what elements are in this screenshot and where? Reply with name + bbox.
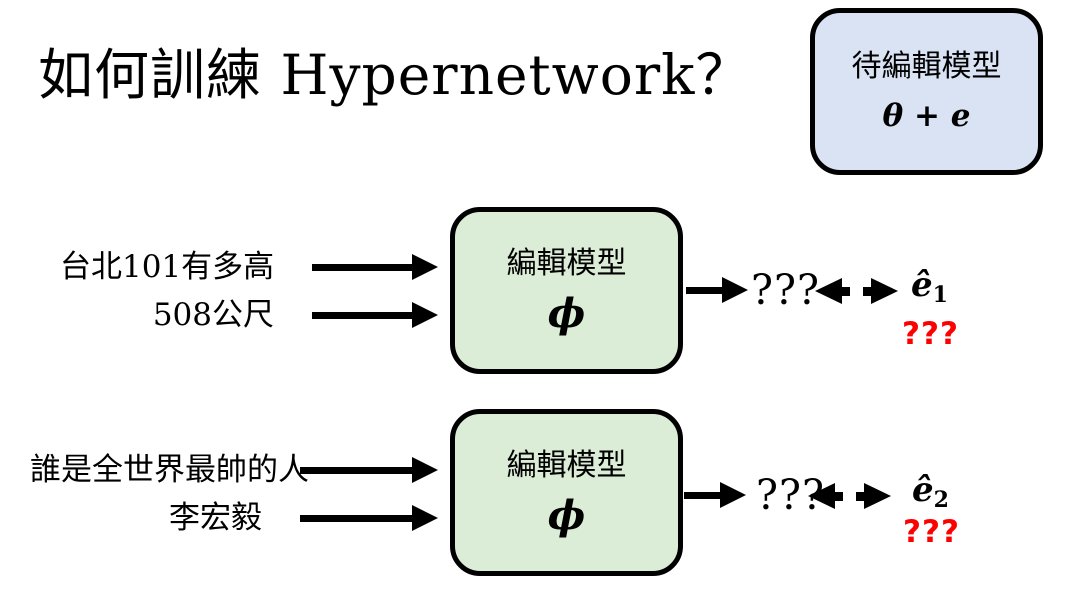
right-arrowhead-icon <box>871 278 898 304</box>
page-title: 如何訓練 Hypernetwork？ <box>38 43 752 107</box>
pending-model-label: 待編輯模型 <box>851 48 1002 84</box>
pending-model-box: 待編輯模型 θ + e <box>810 8 1043 175</box>
edit-model-phi-1: ϕ <box>547 290 586 337</box>
row1-input-arrow-bottom <box>312 302 438 328</box>
row2-output-arrow <box>684 482 746 508</box>
row2-input-answer: 李宏毅 <box>169 500 262 536</box>
row1-output-arrow <box>686 277 748 303</box>
edit-model-box-1: 編輯模型 ϕ <box>450 207 683 374</box>
row1-loss: ??? <box>902 316 959 352</box>
right-arrowhead-icon <box>864 483 891 509</box>
row2-input-arrow-top <box>300 457 438 483</box>
row2-input-question: 誰是全世界最帥的人 <box>30 452 309 488</box>
edit-model-box-2: 編輯模型 ϕ <box>450 409 683 576</box>
row1-input-arrow-top <box>312 254 438 280</box>
row1-input-question: 台北101有多高 <box>60 249 275 285</box>
edit-model-phi-2: ϕ <box>547 492 586 539</box>
row1-input-answer: 508公尺 <box>152 297 274 333</box>
pending-model-formula: θ + e <box>882 97 971 134</box>
left-arrowhead-icon <box>808 483 835 509</box>
row2-target-ehat: ê2 <box>912 470 949 513</box>
row2-input-arrow-bottom <box>300 505 438 531</box>
row1-target-ehat: ê1 <box>911 265 948 308</box>
row2-compare-arrows <box>808 483 891 509</box>
left-arrowhead-icon <box>815 278 842 304</box>
row2-loss: ??? <box>903 514 960 550</box>
row1-prediction: ??? <box>751 266 820 314</box>
row1-compare-arrows <box>815 278 898 304</box>
edit-model-label-2: 編輯模型 <box>506 448 627 483</box>
edit-model-label-1: 編輯模型 <box>506 246 627 281</box>
